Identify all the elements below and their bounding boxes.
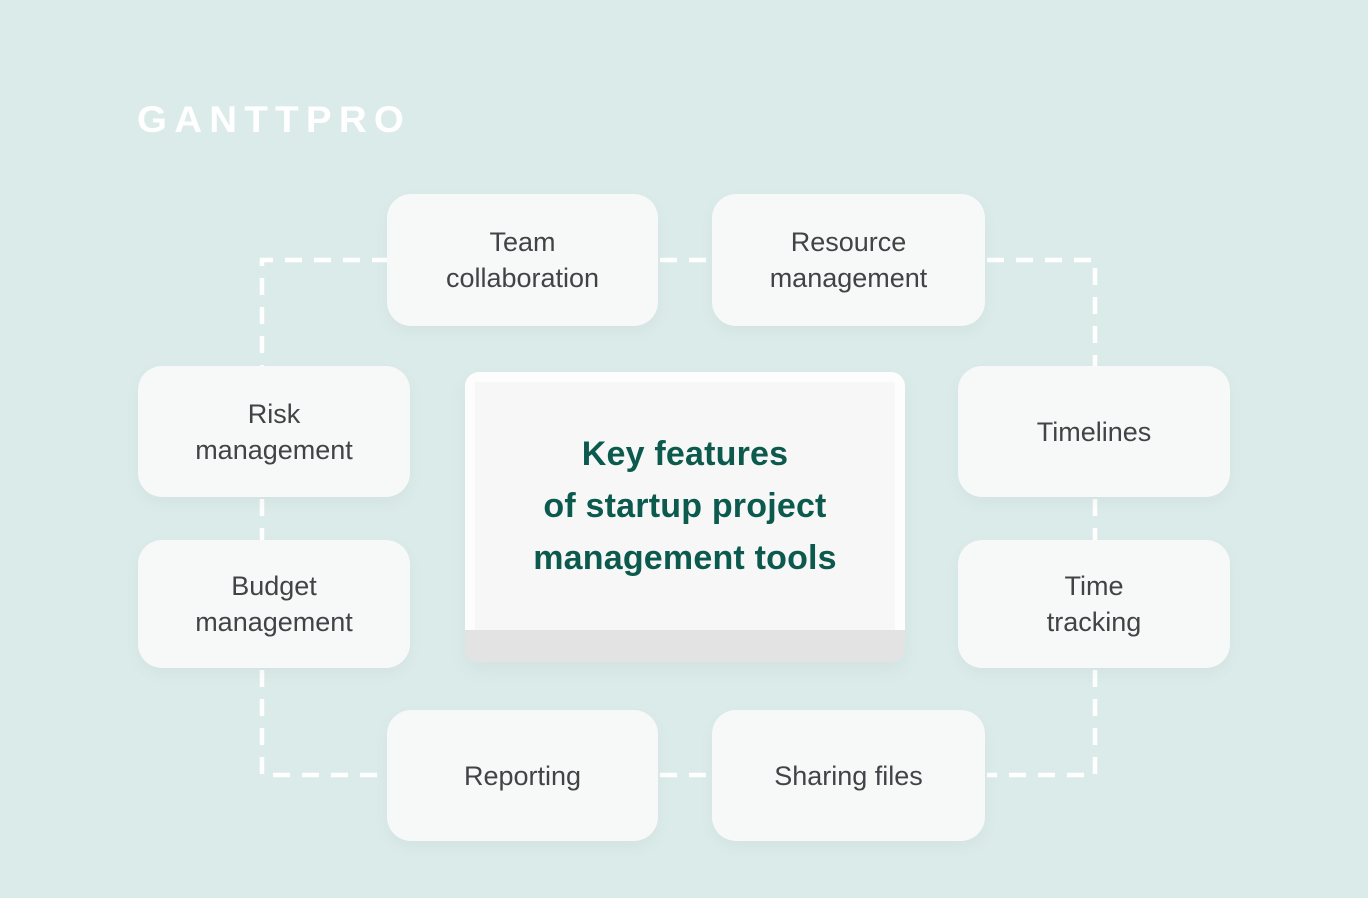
feature-label: Reporting — [463, 760, 582, 791]
feature-label: Resource management — [769, 227, 928, 293]
laptop-screen: Key features of startup project manageme… — [475, 382, 895, 630]
feature-label: Sharing files — [774, 760, 923, 791]
feature-box-budget-management: Budget management — [138, 540, 410, 668]
feature-box-resource-management: Resource management — [712, 194, 985, 326]
connector-resource-to-timelines — [987, 257, 1098, 366]
feature-box-reporting: Reporting — [387, 710, 658, 841]
feature-label: Timelines — [1036, 416, 1152, 447]
laptop-mockup-card: Key features of startup project manageme… — [465, 372, 905, 662]
feature-box-timelines: Timelines — [958, 366, 1230, 497]
feature-box-time-tracking: Time tracking — [958, 540, 1230, 668]
connector-timetracking-to-sharing — [987, 670, 1098, 778]
feature-label: Risk management — [195, 398, 353, 465]
feature-box-risk-management: Risk management — [138, 366, 410, 497]
feature-box-team-collaboration: Team collaboration — [387, 194, 658, 326]
feature-box-sharing-files: Sharing files — [712, 710, 985, 841]
feature-label: Time tracking — [1046, 571, 1142, 637]
connector-team-to-risk — [259, 257, 389, 366]
feature-label: Budget management — [195, 571, 353, 637]
feature-label: Team collaboration — [445, 227, 600, 293]
infographic-title: Key features of startup project manageme… — [533, 435, 837, 577]
laptop-base — [465, 630, 905, 662]
connector-budget-to-reporting — [259, 670, 385, 778]
ganttpro-logo: GANTTPRO — [137, 99, 412, 140]
